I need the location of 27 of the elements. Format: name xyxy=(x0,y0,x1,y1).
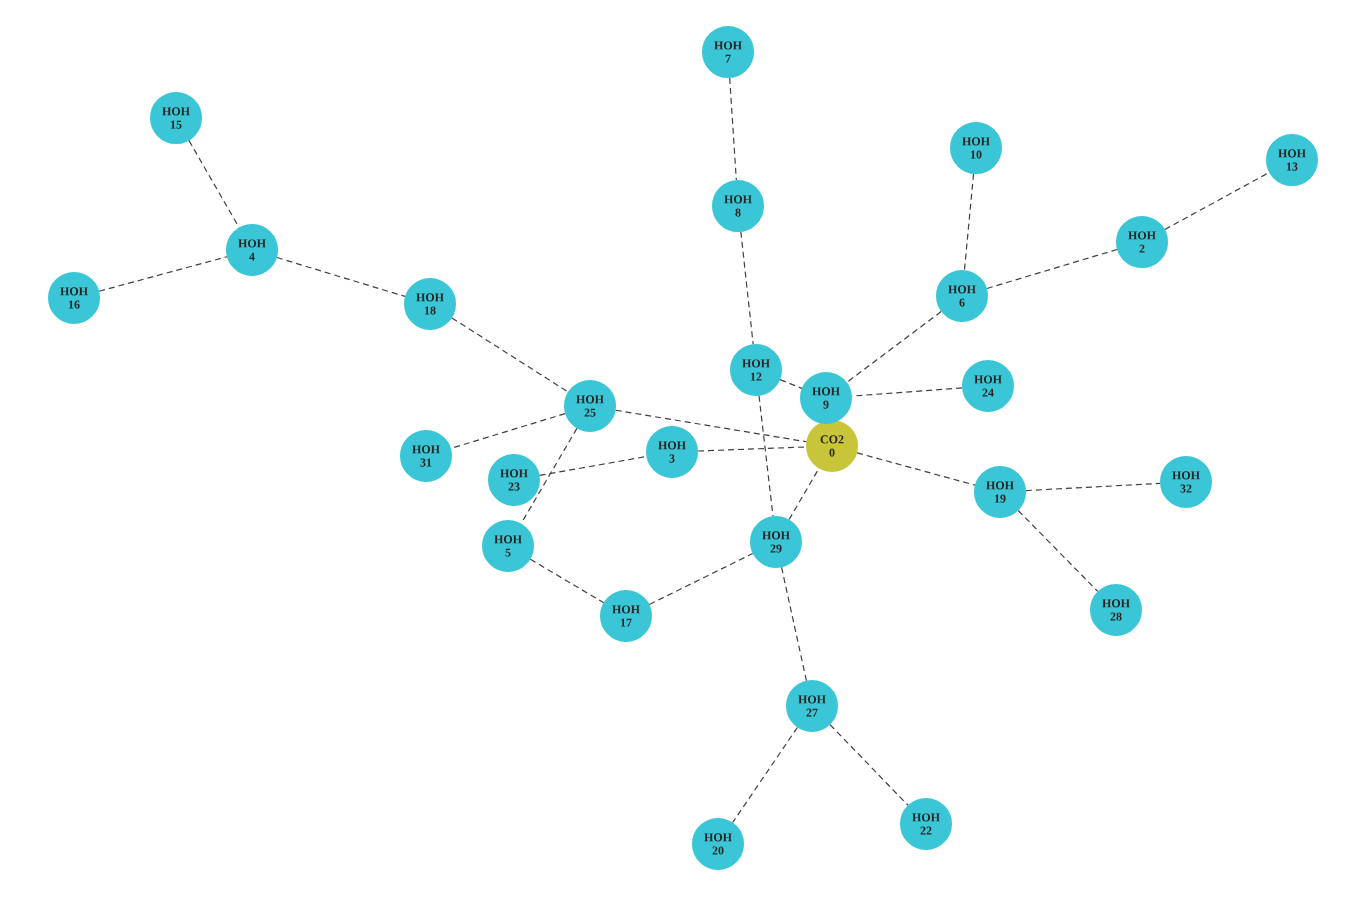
dashed-line xyxy=(788,467,820,521)
dashed-line xyxy=(963,173,975,271)
dashed-line xyxy=(740,231,754,345)
dashed-line xyxy=(729,77,737,181)
dashed-line xyxy=(781,566,808,682)
dashed-line xyxy=(648,552,754,606)
dashed-line xyxy=(829,724,909,806)
dashed-line xyxy=(732,726,798,824)
dashed-line xyxy=(188,139,240,229)
dashed-line xyxy=(758,395,774,517)
dashed-line xyxy=(539,455,647,477)
dashed-line xyxy=(697,446,807,452)
dashed-line xyxy=(276,256,406,298)
dashed-line xyxy=(450,412,566,449)
dashed-line xyxy=(520,427,578,525)
dashed-line xyxy=(451,317,569,393)
dashed-line xyxy=(1164,171,1270,231)
dashed-line xyxy=(856,452,976,486)
dashed-line xyxy=(851,387,963,397)
dashed-line xyxy=(986,248,1118,290)
dashed-line xyxy=(846,311,942,383)
dashed-line xyxy=(529,558,605,604)
dashed-line xyxy=(98,256,228,292)
dashed-line xyxy=(615,409,807,443)
dashed-line xyxy=(1025,482,1161,492)
dashed-line xyxy=(1017,509,1099,593)
dashed-line xyxy=(779,379,803,389)
